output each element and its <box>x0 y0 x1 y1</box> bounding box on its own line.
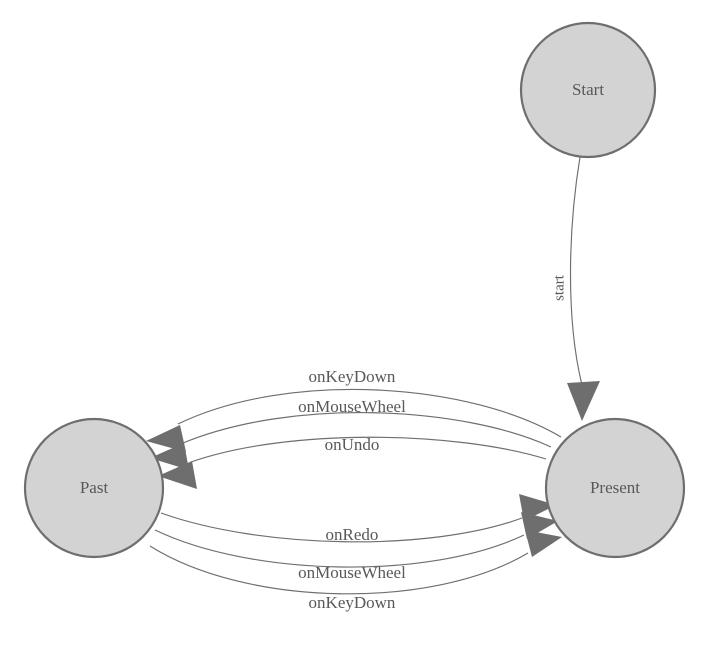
edge-path-past-present-1 <box>160 512 523 543</box>
edge-present-to-past-onmousewheel[interactable]: onMouseWheel <box>150 397 552 470</box>
edge-path-present-past-3 <box>190 436 547 463</box>
edge-past-to-present-onkeydown[interactable]: onKeyDown <box>149 530 562 612</box>
edge-start-to-present[interactable]: start <box>551 156 600 421</box>
edge-path-past-present-2 <box>154 529 525 568</box>
arrowhead-present-past-2 <box>150 443 189 470</box>
edge-present-to-past-onkeydown[interactable]: onKeyDown <box>146 367 562 452</box>
edge-path-start-present <box>569 156 583 386</box>
edge-path-past-present-3 <box>149 545 529 595</box>
node-past[interactable]: Past <box>23 417 165 559</box>
node-present[interactable]: Present <box>544 417 686 559</box>
arrowhead-start-present <box>567 381 600 421</box>
arrowhead-past-present-3 <box>525 530 562 557</box>
arrowhead-present-past-1 <box>146 425 186 452</box>
edge-path-present-past-2 <box>182 412 552 448</box>
edge-path-present-past-1 <box>177 388 562 438</box>
edge-present-to-past-onundo[interactable]: onUndo <box>158 435 547 489</box>
node-start[interactable]: Start <box>519 21 657 159</box>
edge-past-to-present-onmousewheel[interactable]: onMouseWheel <box>154 512 558 582</box>
edge-label-past-present-1: onRedo <box>326 525 379 544</box>
edge-label-start: start <box>551 274 567 301</box>
node-past-label: Past <box>80 478 109 497</box>
edge-label-present-past-2: onMouseWheel <box>298 397 406 416</box>
edge-label-present-past-3: onUndo <box>325 435 380 454</box>
edge-past-to-present-onredo[interactable]: onRedo <box>160 494 556 544</box>
node-start-circle <box>519 21 657 159</box>
node-past-circle <box>23 417 165 559</box>
arrowhead-present-past-3 <box>158 461 197 489</box>
edge-label-present-past-1: onKeyDown <box>309 367 396 386</box>
edge-label-past-present-3: onKeyDown <box>309 593 396 612</box>
node-present-circle <box>544 417 686 559</box>
edge-label-past-present-2: onMouseWheel <box>298 563 406 582</box>
node-start-label: Start <box>572 80 604 99</box>
node-present-label: Present <box>590 478 640 497</box>
